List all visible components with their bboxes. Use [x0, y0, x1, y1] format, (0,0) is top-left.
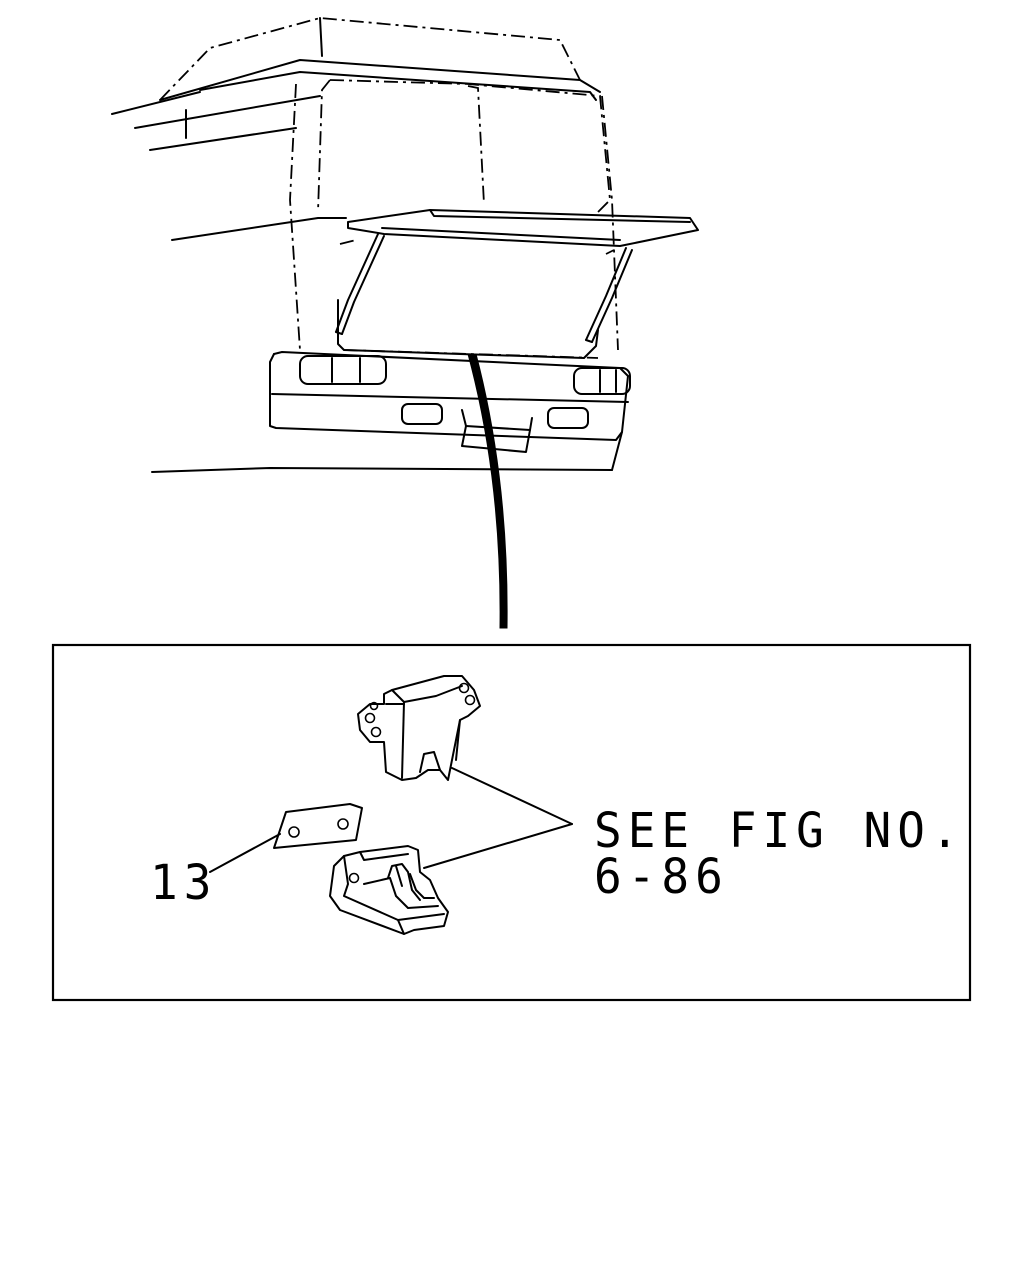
fog-lamp-right	[547, 407, 589, 429]
cab-roof	[111, 17, 601, 151]
part-13-plate	[273, 803, 363, 849]
part-13-label: 13	[150, 853, 218, 911]
reference-leader-lower	[423, 823, 573, 869]
cab-illustration	[111, 17, 699, 629]
detail-leader	[467, 353, 508, 629]
front-bumper	[269, 351, 629, 471]
reference-leader-upper	[451, 767, 573, 825]
cab-side	[151, 217, 613, 473]
latch-bracket-lower	[329, 845, 449, 935]
hinge-bracket-upper	[357, 675, 481, 781]
reference-label-line-2: 6-86	[594, 847, 729, 905]
gas-strut-right	[585, 247, 633, 343]
gas-strut-left	[335, 233, 385, 335]
front-panel-open	[347, 209, 699, 247]
detail-frame	[51, 643, 972, 1002]
headlamp-right	[573, 367, 631, 395]
plate-bracket	[461, 409, 533, 453]
windshield	[289, 79, 619, 351]
reference-label-line-1: SEE FIG NO.	[594, 801, 965, 859]
part-13-leader	[209, 833, 281, 873]
fog-lamp-left	[401, 403, 443, 425]
headlamp-left	[299, 355, 387, 385]
panel-opening	[337, 239, 615, 359]
